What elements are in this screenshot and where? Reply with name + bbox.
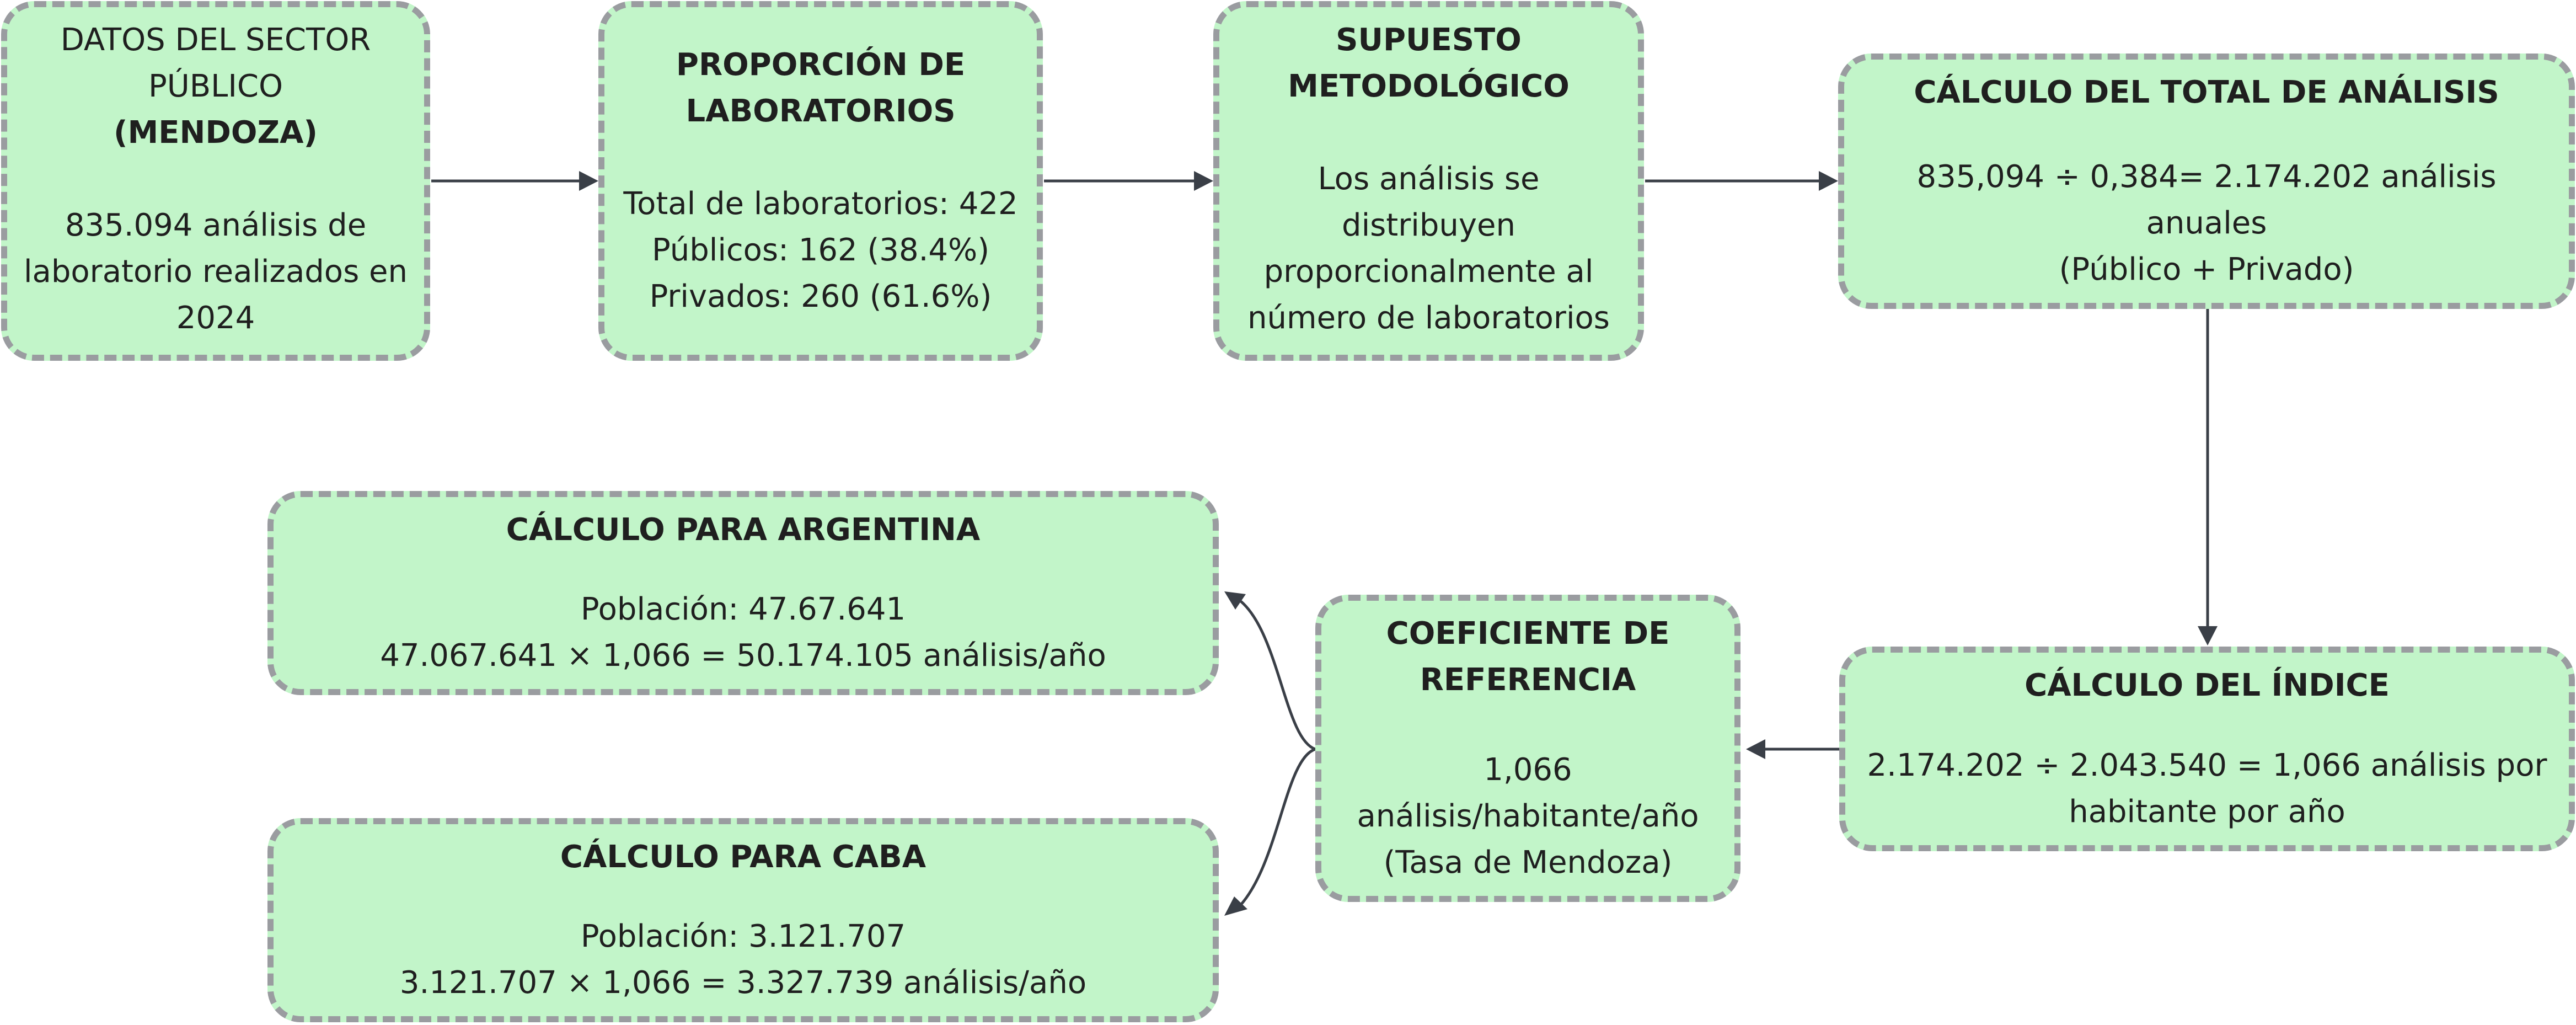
node-title-line: CÁLCULO DEL TOTAL DE ANÁLISIS — [1914, 74, 2499, 110]
node-title-line: PROPORCIÓN DE — [676, 47, 966, 83]
node-datos-sector-publico: DATOS DEL SECTOR PÚBLICO (MENDOZA) 835.0… — [1, 1, 430, 361]
node-body-line: distribuyen — [1342, 207, 1515, 243]
node-body-line: 835.094 análisis de — [65, 207, 367, 243]
arrow-indice-to-coeficiente — [1746, 739, 1839, 759]
node-body-line: Públicos: 162 (38.4%) — [651, 232, 990, 268]
node-body-line: Población: 47.67.641 — [580, 591, 906, 627]
node-title-line: DATOS DEL SECTOR — [60, 22, 371, 58]
node-body-line: Total de laboratorios: 422 — [623, 186, 1018, 222]
node-body-line: 2.174.202 ÷ 2.043.540 = 1,066 análisis p… — [1867, 748, 2547, 783]
node-title-line: CÁLCULO DEL ÍNDICE — [2025, 668, 2390, 703]
node-body-line: 1,066 — [1484, 752, 1572, 788]
node-body-line: (Público + Privado) — [2059, 252, 2354, 287]
node-title-line: CÁLCULO PARA ARGENTINA — [506, 512, 981, 548]
node-title-line: METODOLÓGICO — [1288, 68, 1570, 104]
node-body-line: laboratorio realizados en — [23, 254, 408, 290]
node-title-line: COEFICIENTE DE — [1386, 616, 1670, 652]
arrow-coeficiente-to-caba — [1224, 748, 1316, 916]
node-title-line: LABORATORIOS — [685, 93, 956, 129]
node-body-line: 47.067.641 × 1,066 = 50.174.105 análisis… — [380, 638, 1106, 674]
node-body-line: habitante por año — [2069, 794, 2345, 830]
node-body-line: proporcionalmente al — [1263, 254, 1594, 290]
arrow-supuesto-to-total — [1645, 171, 1838, 191]
node-supuesto-metodologico: SUPUESTO METODOLÓGICO Los análisis se di… — [1213, 1, 1644, 361]
arrow-total-to-indice — [2198, 309, 2218, 645]
node-body-line: 3.121.707 × 1,066 = 3.327.739 análisis/a… — [399, 965, 1087, 1001]
node-title-line: PÚBLICO — [148, 68, 283, 104]
node-title-line: REFERENCIA — [1420, 662, 1636, 698]
node-title-line: SUPUESTO — [1336, 22, 1522, 58]
node-body-line: Privados: 260 (61.6%) — [649, 279, 992, 314]
node-proporcion-laboratorios: PROPORCIÓN DE LABORATORIOS Total de labo… — [598, 1, 1043, 361]
node-body-line: anuales — [2146, 205, 2267, 241]
arrow-proporcion-to-supuesto — [1044, 171, 1213, 191]
node-body-line: (Tasa de Mendoza) — [1383, 845, 1673, 880]
node-body-line: 835,094 ÷ 0,384= 2.174.202 análisis — [1916, 159, 2497, 195]
node-calculo-indice: CÁLCULO DEL ÍNDICE 2.174.202 ÷ 2.043.540… — [1839, 647, 2575, 851]
node-body-line: análisis/habitante/año — [1357, 798, 1699, 834]
node-title-line: (MENDOZA) — [113, 115, 318, 151]
node-calculo-caba: CÁLCULO PARA CABA Población: 3.121.707 3… — [267, 818, 1219, 1022]
node-body-line: Población: 3.121.707 — [580, 919, 906, 954]
node-calculo-total: CÁLCULO DEL TOTAL DE ANÁLISIS 835,094 ÷ … — [1838, 54, 2575, 309]
node-title-line: CÁLCULO PARA CABA — [560, 839, 926, 875]
node-body-line: Los análisis se — [1318, 161, 1540, 197]
node-body-line: número de laboratorios — [1247, 300, 1610, 336]
node-body-line: 2024 — [176, 300, 255, 336]
node-calculo-argentina: CÁLCULO PARA ARGENTINA Población: 47.67.… — [267, 491, 1219, 695]
node-coeficiente-referencia: COEFICIENTE DE REFERENCIA 1,066 análisis… — [1315, 595, 1740, 902]
arrow-coeficiente-to-argentina — [1224, 591, 1316, 751]
arrow-sector-to-proporcion — [431, 171, 598, 191]
